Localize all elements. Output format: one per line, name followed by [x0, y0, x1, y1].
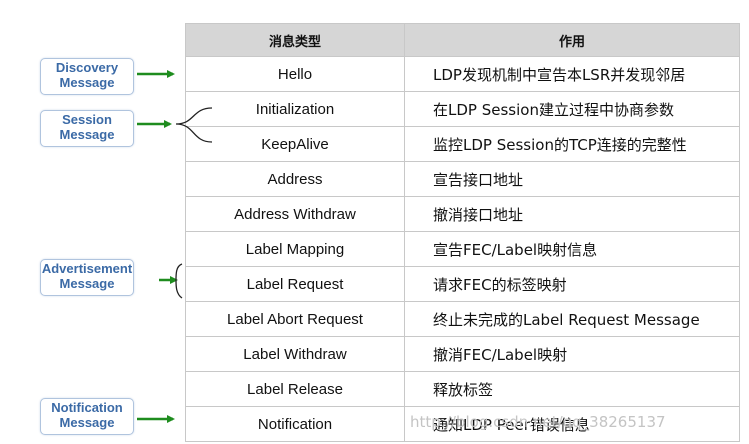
- badge-line1: Advertisement: [41, 261, 133, 276]
- purpose-cell: 监控LDP Session的TCP连接的完整性: [404, 126, 740, 162]
- advertisement-message-badge: Advertisement Message: [40, 259, 134, 296]
- purpose-cell: 请求FEC的标签映射: [404, 266, 740, 302]
- notification-message-badge: Notification Message: [40, 398, 134, 435]
- purpose-cell: 通知LDP Peer错误信息: [404, 406, 740, 442]
- badge-line2: Message: [59, 415, 115, 430]
- purpose-cell: 撤消FEC/Label映射: [404, 336, 740, 372]
- message-type-cell: Hello: [185, 56, 405, 92]
- session-message-badge: Session Message: [40, 110, 134, 147]
- message-type-cell: Address Withdraw: [185, 196, 405, 232]
- message-type-cell: Label Mapping: [185, 231, 405, 267]
- badge-line2: Message: [59, 75, 115, 90]
- message-type-cell: Initialization: [185, 91, 405, 127]
- purpose-cell: LDP发现机制中宣告本LSR并发现邻居: [404, 56, 740, 92]
- session-brace-icon: [175, 107, 213, 143]
- purpose-cell: 宣告接口地址: [404, 161, 740, 197]
- purpose-cell: 撤消接口地址: [404, 196, 740, 232]
- message-type-cell: KeepAlive: [185, 126, 405, 162]
- watermark: http://blog.csdn.net/qq_38265137: [410, 413, 666, 431]
- purpose-cell: 在LDP Session建立过程中协商参数: [404, 91, 740, 127]
- badge-line1: Notification: [51, 400, 123, 415]
- message-type-cell: Label Request: [185, 266, 405, 302]
- badge-line1: Discovery: [55, 60, 119, 75]
- discovery-message-badge: Discovery Message: [40, 58, 134, 95]
- badge-line1: Session: [62, 112, 112, 127]
- message-type-cell: Address: [185, 161, 405, 197]
- header-message-type: 消息类型: [185, 23, 405, 57]
- purpose-cell: 宣告FEC/Label映射信息: [404, 231, 740, 267]
- badge-line2: Message: [59, 127, 115, 142]
- message-type-cell: Label Withdraw: [185, 336, 405, 372]
- badge-line2: Message: [59, 276, 115, 291]
- advertisement-brace-icon: [175, 263, 183, 299]
- table-header-row: 消息类型 作用: [185, 23, 740, 57]
